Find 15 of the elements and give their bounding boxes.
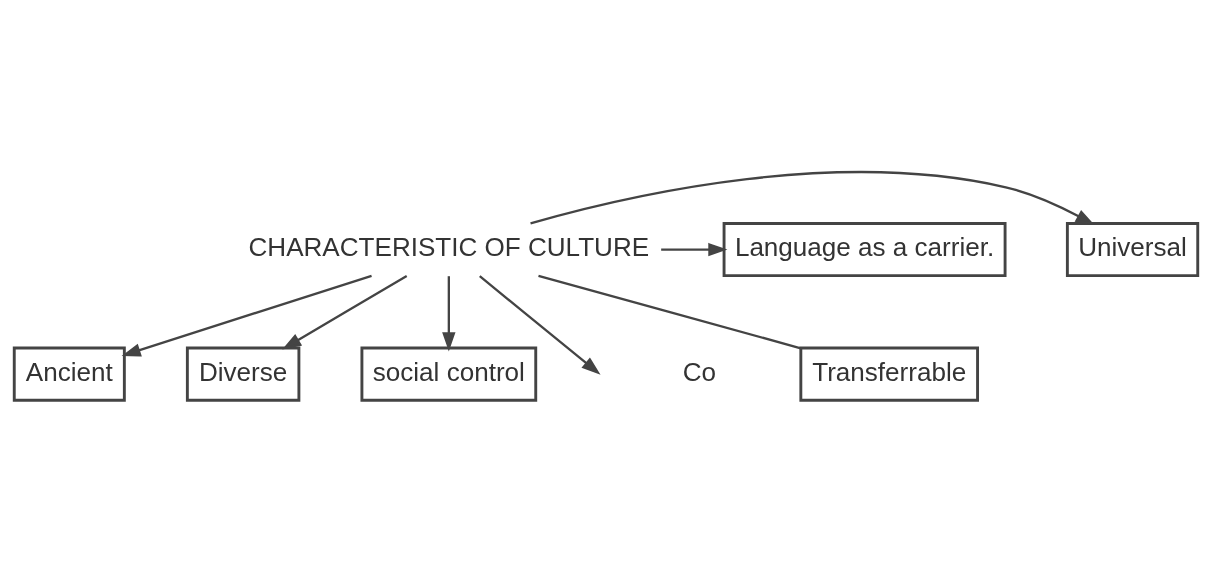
arrow	[121, 274, 372, 357]
node-box: Universal	[1065, 222, 1200, 278]
arrow	[479, 275, 601, 375]
arrow	[661, 242, 728, 257]
node-label: Co	[682, 356, 717, 387]
arrow	[282, 274, 408, 350]
node-box: Transferrable	[799, 346, 979, 402]
node-box: Diverse	[185, 346, 301, 402]
arrow	[530, 171, 1095, 226]
node-box: social control	[360, 346, 538, 402]
arrow	[442, 276, 456, 352]
connector	[538, 274, 802, 350]
node-text: CHARACTERISTIC OF CULTURE	[248, 231, 650, 262]
node-box: Language as a carrier.	[722, 222, 1007, 278]
node-box: Ancient	[12, 346, 126, 402]
